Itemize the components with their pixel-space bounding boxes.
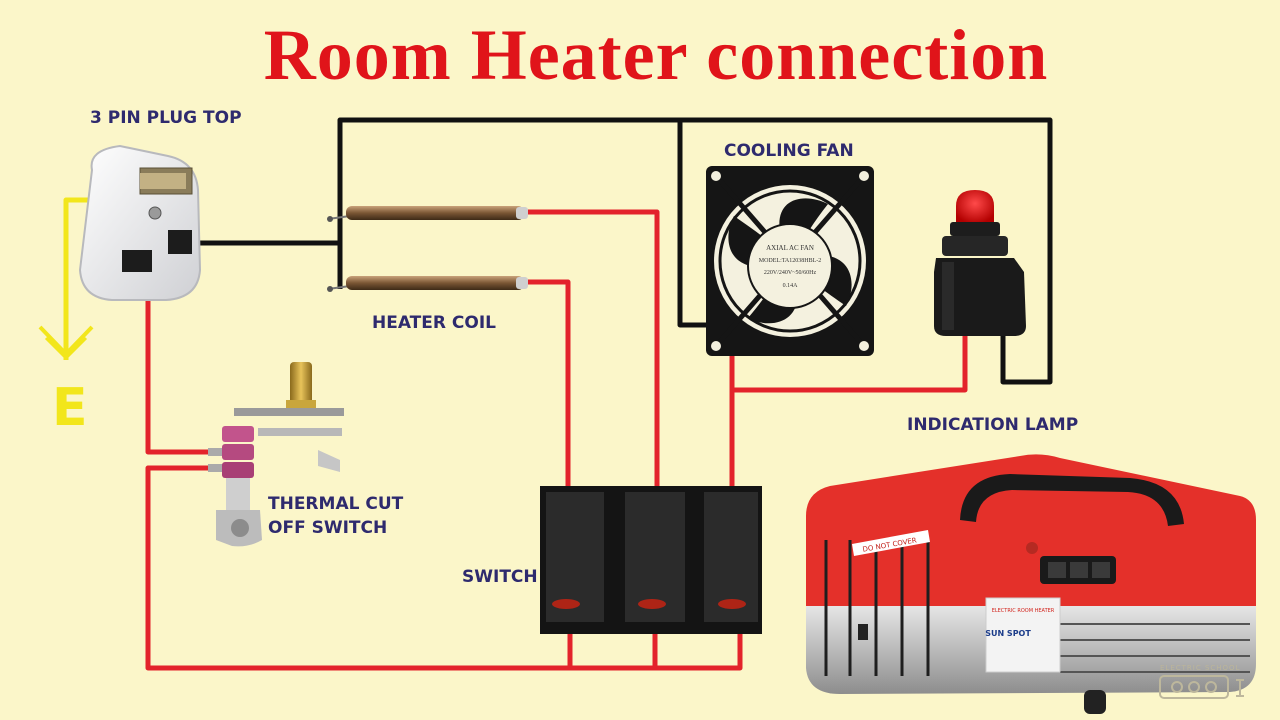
neutral-wires [190,117,1053,385]
lamp-icon [934,190,1026,336]
thermal-label-line2: OFF SWITCH [268,518,388,538]
fan-plate-line3: 220V/240V~50/60Hz [764,270,817,276]
live-wires [145,209,968,671]
plug-icon [78,144,202,301]
lamp-label: INDICATION LAMP [907,415,1079,435]
watermark-logo-icon [1159,675,1244,699]
plug-label: 3 PIN PLUG TOP [90,108,242,128]
heater-panel-title: ELECTRIC ROOM HEATER [992,608,1055,614]
fan-icon: AXIAL AC FAN MODEL:TA12038HBL-2 220V/240… [706,166,874,356]
fan-plate-line4: 0.14A [783,283,799,289]
heater-brand: SUN SPOT [985,629,1031,638]
thermal-label-line1: THERMAL CUT [268,494,404,514]
earth-label: E [52,378,88,438]
watermark-text: ELECTRIC SCHOOL [1160,664,1241,672]
heater-coil-icon [327,206,528,292]
page-title: Room Heater connection [263,15,1049,95]
coil-label: HEATER COIL [372,313,496,333]
fan-plate-line2: MODEL:TA12038HBL-2 [759,258,822,264]
fan-plate-line1: AXIAL AC FAN [766,244,814,252]
fan-label: COOLING FAN [724,141,854,161]
thermostat-icon [208,362,344,547]
rocker-switch-icon [540,486,762,634]
heater-icon: DO NOT COVER ELECTRIC ROOM HEATER SUN SP… [806,454,1256,714]
switch-label: SWITCH [462,567,538,587]
